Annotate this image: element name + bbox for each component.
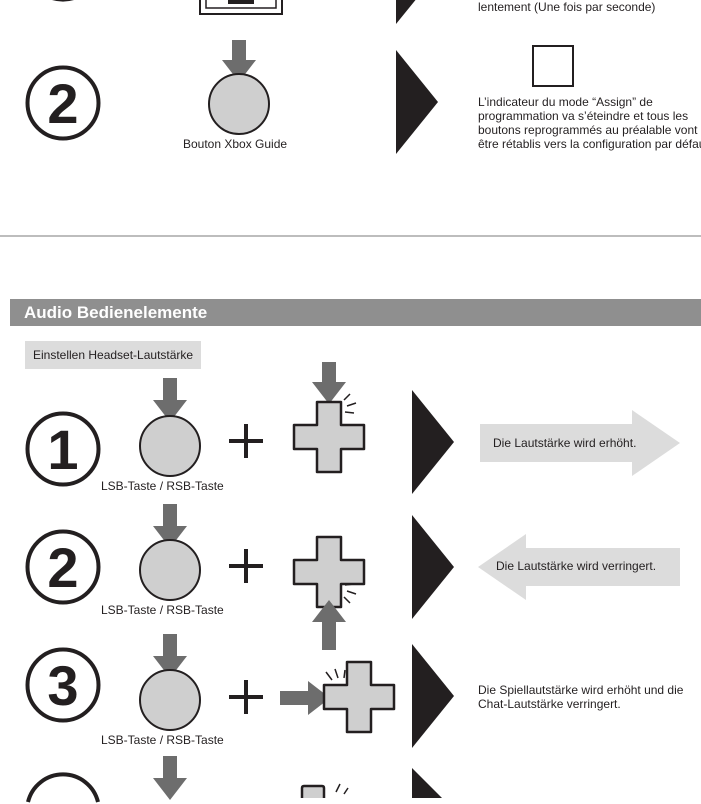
- stick-button-caption: LSB-Taste / RSB-Taste: [101, 479, 224, 493]
- step3-number-badge: 3: [24, 646, 102, 724]
- stick-button-caption: LSB-Taste / RSB-Taste: [101, 733, 224, 747]
- step3-number: 3: [47, 654, 78, 717]
- step2-audio-number-badge: 2: [24, 528, 102, 606]
- step2-number-badge: 2: [24, 64, 102, 142]
- section-title: Audio Bedienelemente: [10, 299, 701, 326]
- guide-button-caption: Bouton Xbox Guide: [183, 137, 288, 151]
- step2-result-text: Die Lautstärke wird verringert.: [496, 559, 657, 573]
- french-step1-text: lentement (Une fois par seconde): [478, 0, 656, 14]
- dpad-partial-icon: [300, 783, 349, 798]
- step2-number: 2: [47, 72, 78, 135]
- step4-number-circle: [26, 772, 100, 803]
- press-right-arrow-icon: [280, 681, 330, 715]
- french-step2-line4: être rétablis vers la configuration par …: [478, 137, 701, 151]
- step3-result-line2: Chat-Lautstärke verringert.: [478, 697, 621, 711]
- console-device-icon: [199, 0, 283, 15]
- stick-button-icon: [139, 415, 201, 477]
- result-arrow-right-icon: [480, 410, 680, 476]
- section-divider: [0, 235, 701, 237]
- dpad-up-icon: [292, 393, 366, 474]
- stick-button-caption: LSB-Taste / RSB-Taste: [101, 603, 224, 617]
- play-arrow-icon: [396, 50, 438, 154]
- stick-button-icon: [139, 669, 201, 731]
- press-down-arrow-icon: [222, 40, 256, 82]
- play-arrow-icon: [412, 768, 442, 798]
- subsection-tab: Einstellen Headset-Lautstärke: [25, 341, 202, 369]
- result-arrow-left-icon: [478, 534, 680, 600]
- plus-icon: [229, 549, 263, 583]
- press-down-arrow-icon: [153, 756, 187, 800]
- dpad-right-icon: [322, 660, 396, 734]
- checkbox-indicator-icon: [532, 45, 574, 87]
- press-down-arrow-icon: [153, 634, 187, 678]
- step1-number-circle: [52, 0, 74, 2]
- play-arrow-icon: [412, 515, 454, 619]
- stick-button-icon: [139, 539, 201, 601]
- press-down-arrow-icon: [153, 504, 187, 548]
- step3-result-line1: Die Spiellautstärke wird erhöht und die: [478, 683, 684, 697]
- step1-number-badge: 1: [24, 410, 102, 488]
- step1-number: 1: [47, 418, 78, 481]
- step1-result-text: Die Lautstärke wird erhöht.: [493, 436, 637, 450]
- plus-icon: [229, 424, 263, 458]
- press-down-arrow-icon: [312, 362, 346, 404]
- french-step2-line2: programmation va s’éteindre et tous les: [478, 109, 689, 123]
- play-arrow-icon: [396, 0, 416, 24]
- plus-icon: [229, 680, 263, 714]
- french-step2-line3: boutons reprogrammés au préalable vont: [478, 123, 698, 137]
- press-down-arrow-icon: [153, 378, 187, 422]
- play-arrow-icon: [412, 644, 454, 748]
- step2-audio-number: 2: [47, 536, 78, 599]
- xbox-guide-button-icon: [208, 73, 270, 135]
- dpad-down-icon: [292, 535, 366, 609]
- french-step2-line1: L’indicateur du mode “Assign” de: [478, 95, 653, 109]
- press-up-arrow-icon: [312, 600, 346, 650]
- play-arrow-icon: [412, 390, 454, 494]
